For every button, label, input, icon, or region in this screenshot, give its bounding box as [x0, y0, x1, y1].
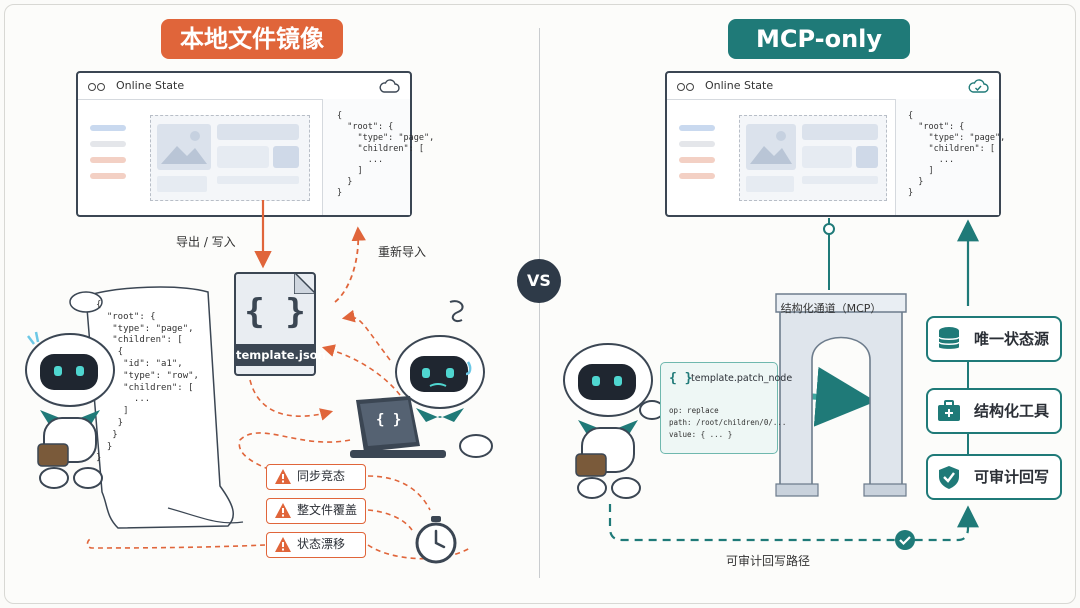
left-title: 本地文件镜像 [161, 19, 343, 59]
block-placeholder [217, 124, 299, 140]
window-header: Online State [667, 73, 999, 100]
block-placeholder [802, 124, 878, 140]
side-box-label: 结构化工具 [974, 402, 1050, 420]
audit-path-label: 可审计回写路径 [726, 554, 811, 568]
json-code: { "root": { "type": "page", "children": … [337, 111, 435, 198]
warning-icon [275, 469, 291, 484]
json-panel: { "root": { "type": "page", "children": … [895, 99, 1005, 215]
warning-label: 整文件覆盖 [297, 503, 358, 517]
patch-title: template.patch_node [691, 373, 793, 384]
braces-icon: { } [669, 371, 693, 386]
canvas-mock [739, 115, 887, 201]
left-flow-arrows [86, 200, 471, 560]
scroll-paper [69, 286, 244, 529]
structured-tools-box: 结构化工具 [926, 388, 1062, 434]
json-code: { "root": { "type": "page", "children": … [908, 111, 1006, 198]
block-placeholder [802, 146, 852, 168]
file-corner [294, 272, 316, 294]
scroll-json-code: { "root": { "type": "page", "children": … [96, 300, 199, 464]
chart-placeholder [856, 146, 878, 168]
sidebar-item [679, 157, 715, 163]
block-placeholder [217, 176, 299, 184]
block-placeholder [217, 146, 269, 168]
window-title: Online State [116, 79, 185, 92]
database-icon [938, 327, 960, 349]
sidebar-item [679, 173, 715, 179]
block-placeholder [157, 176, 207, 192]
vs-badge: VS [517, 259, 561, 303]
window-title: Online State [705, 79, 774, 92]
image-placeholder-icon [746, 124, 796, 170]
window-header: Online State [78, 73, 410, 100]
patch-value: value: { ... } [669, 430, 733, 439]
warning-sync-race: 同步竞态 [266, 464, 366, 490]
toolbox-icon [938, 400, 960, 421]
auditable-writeback-box: 可审计回写 [926, 454, 1062, 500]
window-dot [88, 83, 96, 91]
patch-node-card: { } template.patch_node op: replace path… [660, 362, 792, 454]
warning-file-overwrite: 整文件覆盖 [266, 498, 366, 524]
file-name-label: template.json [236, 344, 326, 366]
reimport-label: 重新导入 [378, 245, 427, 259]
export-label: 导出 / 写入 [176, 235, 236, 249]
braces-icon: { } [244, 292, 306, 332]
laptop-braces: { } [376, 412, 402, 428]
confused-robot-with-laptop [350, 300, 493, 458]
patch-op: op: replace [669, 406, 719, 415]
right-online-state-window: Online State { "root": { "type": "page",… [665, 71, 1005, 217]
sidebar-item [90, 173, 126, 179]
left-online-state-window: Online State { "root": { "type": "page",… [76, 71, 434, 217]
robot-presenting-patch [563, 343, 665, 499]
cloud-icon [379, 79, 400, 93]
right-title: MCP-only [728, 19, 910, 59]
center-divider [539, 28, 540, 578]
warning-icon [275, 503, 291, 518]
check-circle-icon [895, 530, 915, 550]
template-json-file: { } template.json [234, 272, 326, 376]
shield-check-icon [939, 466, 959, 489]
warning-label: 同步竞态 [297, 469, 346, 483]
warning-state-drift: 状态漂移 [266, 532, 366, 558]
window-dot [677, 83, 685, 91]
robot-holding-scroll [25, 331, 115, 489]
block-placeholder [746, 176, 794, 192]
sidebar-item [90, 157, 126, 163]
sidebar-item [679, 141, 715, 147]
mcp-channel-label: 结构化通道（MCP） [780, 302, 882, 315]
single-source-of-truth-box: 唯一状态源 [926, 316, 1062, 362]
side-box-label: 可审计回写 [974, 468, 1050, 486]
stopwatch-icon [415, 516, 457, 564]
mcp-arch-gateway [775, 293, 907, 497]
sidebar-item [90, 125, 126, 131]
chart-placeholder [273, 146, 299, 168]
sidebar-item [679, 125, 715, 131]
sidebar-item [90, 141, 126, 147]
side-box-label: 唯一状态源 [974, 330, 1050, 348]
cloud-check-icon [968, 79, 989, 93]
json-panel: { "root": { "type": "page", "children": … [322, 99, 434, 215]
window-dot [686, 83, 694, 91]
image-placeholder-icon [157, 124, 211, 170]
canvas-mock [150, 115, 310, 201]
block-placeholder [802, 176, 878, 184]
patch-path: path: /root/children/0/... [669, 418, 787, 427]
warning-icon [275, 537, 291, 552]
window-dot [97, 83, 105, 91]
warning-label: 状态漂移 [297, 537, 346, 551]
